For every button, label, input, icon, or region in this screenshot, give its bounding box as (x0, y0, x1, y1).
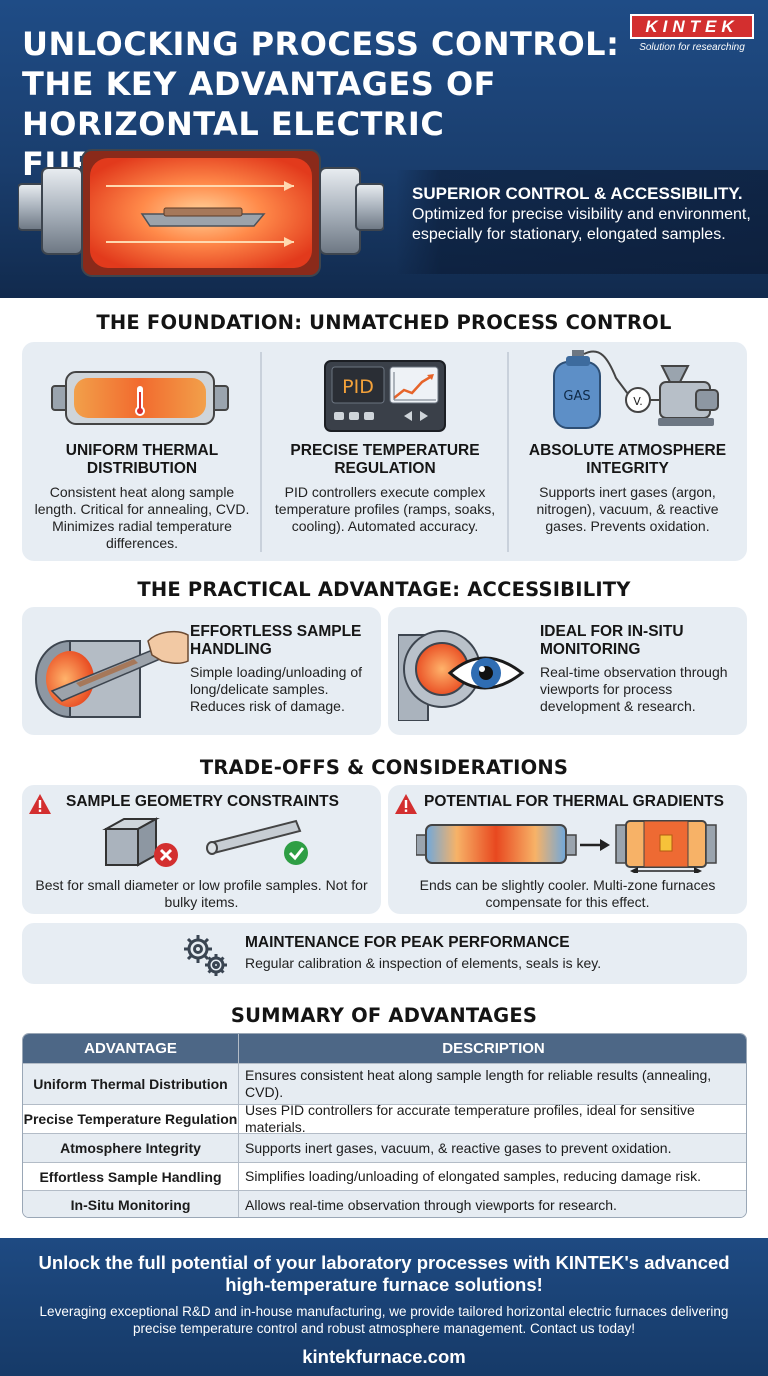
table-cell-description: Allows real-time observation through vie… (245, 1196, 617, 1213)
geometry-comparison-icon (102, 817, 308, 867)
table-cell-description: Uses PID controllers for accurate temper… (245, 1102, 695, 1135)
table-row: Effortless Sample Handling Simplifies lo… (23, 1162, 746, 1190)
foundation-heading-atmosphere: ABSOLUTE ATMOSPHERE INTEGRITY (528, 442, 727, 477)
foundation-text-atmosphere: Supports inert gases (argon, nitrogen), … (536, 484, 719, 534)
header-banner: UNLOCKING PROCESS CONTROL: THE KEY ADVAN… (0, 0, 768, 298)
foundation-text-thermal: Consistent heat along sample length. Cri… (34, 484, 250, 551)
tradeoff-text-gradients: Ends can be slightly cooler. Multi-zone … (419, 877, 716, 910)
hero-heading: SUPERIOR CONTROL & ACCESSIBILITY. (412, 184, 743, 203)
table-row: In-Situ Monitoring Allows real-time obse… (23, 1190, 746, 1217)
tradeoff-heading-gradients: POTENTIAL FOR THERMAL GRADIENTS (424, 793, 724, 810)
column-divider (260, 352, 262, 552)
foundation-item-atmosphere: GAS V. ABSOLUTE ATMOSPHERE INTEGRITY Sup… (508, 342, 747, 561)
valve-label: V. (633, 395, 643, 408)
maintenance-text: Regular calibration & inspection of elem… (245, 955, 602, 971)
warning-icon (29, 794, 51, 814)
footer-heading: Unlock the full potential of your labora… (38, 1252, 730, 1295)
foundation-text-temperature: PID controllers execute complex temperat… (274, 484, 496, 534)
viewport-eye-icon (398, 630, 525, 721)
accessibility-heading-monitoring: IDEAL FOR IN-SITU MONITORING (540, 623, 684, 658)
website-link[interactable]: kintekfurnace.com (302, 1346, 466, 1367)
warning-icon (395, 794, 417, 814)
pid-controller-icon: PID (324, 360, 446, 432)
accessibility-heading-handling: EFFORTLESS SAMPLE HANDLING (190, 623, 362, 658)
table-header-row: ADVANTAGE DESCRIPTION (23, 1034, 746, 1063)
tradeoff-item-gradients: POTENTIAL FOR THERMAL GRADIENTS Ends can… (388, 785, 747, 914)
logo-tagline: Solution for researching (639, 42, 745, 53)
foundation-heading-temperature: PRECISE TEMPERATURE REGULATION (290, 442, 480, 477)
table-row: Atmosphere Integrity Supports inert gase… (23, 1133, 746, 1162)
table-header-description: DESCRIPTION (442, 1040, 545, 1057)
gas-label: GAS (563, 389, 590, 404)
table-cell-advantage: Uniform Thermal Distribution (23, 1064, 239, 1104)
tradeoff-item-geometry: SAMPLE GEOMETRY CONSTRAINTS Best for sma… (22, 785, 381, 914)
hero-description: Optimized for precise visibility and env… (412, 206, 751, 243)
table-cell-advantage: In-Situ Monitoring (23, 1191, 239, 1217)
hero-callout-panel (396, 170, 768, 274)
table-cell-advantage: Precise Temperature Regulation (23, 1105, 239, 1133)
foundation-heading-thermal: UNIFORM THERMAL DISTRIBUTION (65, 442, 219, 477)
accessibility-text-monitoring: Real-time observation through viewports … (540, 664, 728, 714)
sample-loading-icon (35, 630, 189, 718)
footer-banner: Unlock the full potential of your labora… (0, 1238, 768, 1376)
heated-tube-icon (51, 371, 229, 425)
gas-vacuum-icon: GAS V. (553, 350, 719, 429)
accessibility-text-handling: Simple loading/unloading of long/delicat… (190, 664, 363, 714)
column-divider (507, 352, 509, 552)
table-row: Precise Temperature Regulation Uses PID … (23, 1102, 746, 1135)
table-header-advantage: ADVANTAGE (23, 1034, 239, 1063)
pid-label: PID (342, 376, 374, 398)
summary-table: ADVANTAGE DESCRIPTION Uniform Thermal Di… (22, 1033, 747, 1218)
tradeoff-text-geometry: Best for small diameter or low profile s… (35, 877, 368, 910)
gears-icon (184, 935, 227, 976)
table-row: Uniform Thermal Distribution Ensures con… (23, 1063, 746, 1104)
thermal-gradient-icon (416, 820, 717, 873)
tradeoff-heading-geometry: SAMPLE GEOMETRY CONSTRAINTS (66, 793, 339, 810)
foundation-card: UNIFORM THERMAL DISTRIBUTION Consistent … (22, 342, 747, 561)
horizontal-furnace-illustration (18, 149, 384, 277)
table-cell-description: Ensures consistent heat along sample len… (245, 1067, 712, 1100)
accessibility-item-handling: EFFORTLESS SAMPLE HANDLING Simple loadin… (22, 607, 381, 735)
check-mark-icon (284, 841, 308, 865)
table-cell-advantage: Atmosphere Integrity (23, 1134, 239, 1162)
foundation-item-temperature: PID PRECISE TEMPERATURE REGULATION PID c… (262, 342, 508, 561)
maintenance-heading: MAINTENANCE FOR PEAK PERFORMANCE (245, 934, 570, 951)
section-title-tradeoffs: TRADE-OFFS & CONSIDERATIONS (199, 756, 569, 779)
logo-wordmark: KINTEK (630, 14, 754, 39)
foundation-item-thermal: UNIFORM THERMAL DISTRIBUTION Consistent … (22, 342, 262, 561)
section-title-foundation: THE FOUNDATION: UNMATCHED PROCESS CONTRO… (96, 311, 672, 334)
accessibility-item-monitoring: IDEAL FOR IN-SITU MONITORING Real-time o… (388, 607, 747, 735)
table-cell-description: Simplifies loading/unloading of elongate… (245, 1168, 702, 1184)
section-title-summary: SUMMARY OF ADVANTAGES (230, 1004, 538, 1027)
table-cell-description: Supports inert gases, vacuum, & reactive… (245, 1139, 672, 1156)
kintek-logo[interactable]: KINTEK Solution for researching (630, 14, 754, 56)
footer-text: Leveraging exceptional R&D and in-house … (39, 1304, 729, 1336)
maintenance-card: MAINTENANCE FOR PEAK PERFORMANCE Regular… (22, 923, 747, 984)
section-title-accessibility: THE PRACTICAL ADVANTAGE: ACCESSIBILITY (137, 578, 631, 601)
table-cell-advantage: Effortless Sample Handling (23, 1163, 239, 1190)
